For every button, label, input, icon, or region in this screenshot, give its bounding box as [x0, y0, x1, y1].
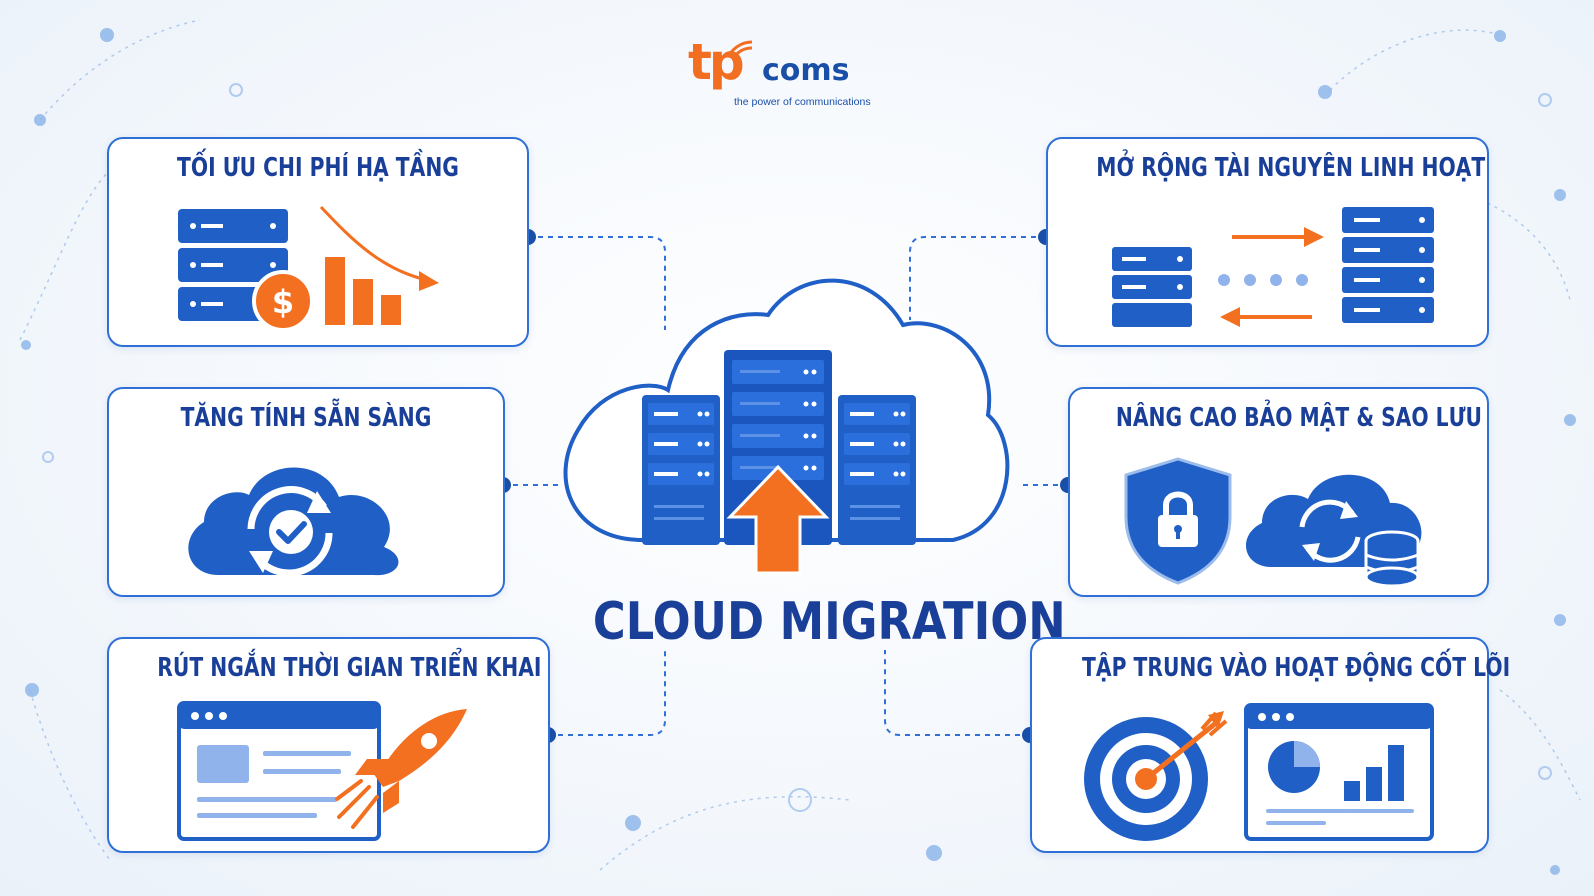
- logo-tagline: the power of communications: [734, 96, 871, 108]
- left-server: [642, 395, 720, 545]
- down-trend-arrow-icon: [319, 205, 432, 283]
- transfer-arrows-icon: [1218, 227, 1324, 327]
- card-title: MỞ RỘNG TÀI NGUYÊN LINH HOẠT: [1096, 153, 1486, 183]
- security-illustration: [1124, 457, 1422, 587]
- cloud-migration-graphic: [563, 278, 1010, 575]
- upload-arrow-icon: [726, 464, 830, 575]
- cost-illustration: $: [178, 205, 439, 331]
- browser-window-icon: [177, 701, 381, 841]
- card-title: RÚT NGẮN THỜI GIAN TRIỂN KHAI: [157, 653, 542, 683]
- card-core-focus: TẬP TRUNG VÀO HOẠT ĐỘNG CỐT LÕI: [1030, 637, 1511, 853]
- right-server: [838, 395, 916, 545]
- small-server-icon: [1112, 247, 1192, 327]
- card-scalability: MỞ RỘNG TÀI NGUYÊN LINH HOẠT: [1046, 137, 1489, 347]
- decreasing-bar-chart-icon: [325, 257, 401, 325]
- card-title: NÂNG CAO BẢO MẬT & SAO LƯU: [1115, 403, 1483, 433]
- deploy-illustration: [177, 701, 467, 841]
- scale-illustration: [1112, 207, 1434, 327]
- dashboard-chart-icon: [1244, 703, 1434, 841]
- dollar-coin-icon: $: [252, 270, 314, 331]
- card-cost-optimization: TỐI ƯU CHI PHÍ HẠ TẦNG $: [107, 137, 529, 347]
- card-security-backup: NÂNG CAO BẢO MẬT & SAO LƯU: [1068, 387, 1489, 597]
- tpcoms-logo: tp coms the power of communications: [688, 34, 878, 114]
- logo-tp: tp: [688, 33, 745, 91]
- logo-coms: coms: [762, 53, 850, 88]
- svg-text:$: $: [272, 283, 294, 321]
- main-title: CLOUD MIGRATION: [592, 592, 1066, 652]
- card-title: TỐI ƯU CHI PHÍ HẠ TẦNG: [177, 153, 459, 183]
- target-arrow-icon: [1084, 711, 1228, 841]
- rocket-icon: [335, 709, 467, 829]
- large-server-icon: [1342, 207, 1434, 323]
- shield-lock-icon: [1124, 457, 1232, 585]
- cloud-backup-database-icon: [1245, 474, 1422, 587]
- card-availability: TĂNG TÍNH SẴN SÀNG: [107, 387, 505, 597]
- focus-illustration: [1084, 703, 1434, 841]
- signal-waves-icon: [726, 40, 753, 58]
- card-title: TĂNG TÍNH SẴN SÀNG: [180, 403, 432, 433]
- card-title: TẬP TRUNG VÀO HOẠT ĐỘNG CỐT LÕI: [1082, 653, 1511, 683]
- card-deployment-time: RÚT NGẮN THỜI GIAN TRIỂN KHAI: [107, 637, 550, 853]
- cloud-sync-check-icon: [188, 467, 399, 577]
